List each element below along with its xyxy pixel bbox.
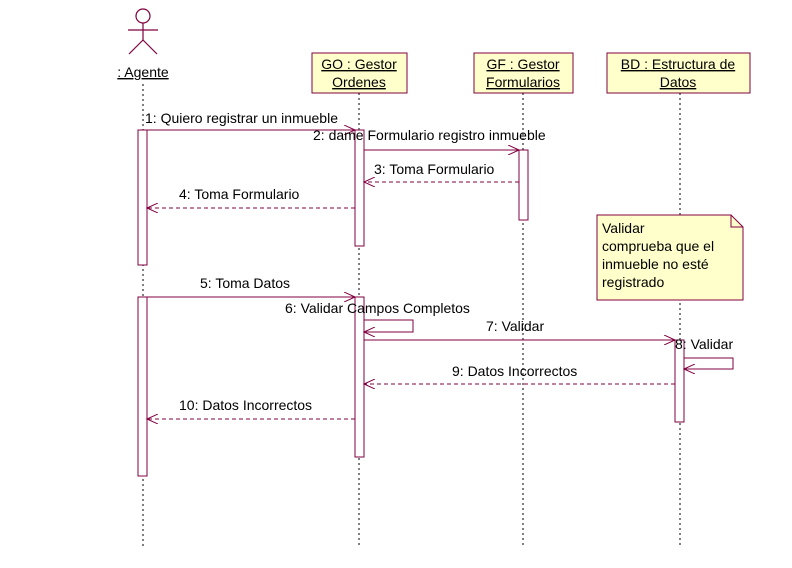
activation-bd: [674, 339, 685, 423]
message-8-self-arrow: [684, 357, 734, 369]
object-gf-title-line1: GF : Gestor: [486, 56, 559, 72]
object-bd: BD : Estructura de Datos: [606, 52, 751, 94]
activation-agente-2: [137, 296, 148, 477]
note: Validar comprueba que el inmueble no est…: [596, 214, 744, 301]
message-6-self-arrow: [364, 319, 414, 332]
object-gf-title-line2: Formularios: [486, 74, 560, 90]
object-bd-title-line1: BD : Estructura de: [621, 56, 736, 72]
stick-figure-actor-icon: [128, 8, 158, 55]
object-go-title-line1: GO : Gestor: [321, 56, 397, 72]
actor-agente: : Agente: [117, 8, 169, 80]
activation-go-1: [354, 129, 365, 247]
note-fold-corner: [730, 215, 743, 228]
message-labels: 1: Quiero registrar un inmueble 2: dame …: [145, 110, 733, 413]
note-line-2: comprueba que el: [602, 238, 714, 254]
object-box-go: [311, 52, 408, 94]
object-box-gf: [473, 52, 574, 94]
message-6-label: 6: Validar Campos Completos: [285, 300, 470, 316]
note-box: [596, 214, 744, 301]
object-bd-title-line2: Datos: [660, 74, 697, 90]
message-4-label: 4: Toma Formulario: [179, 186, 300, 202]
activation-agente-1: [137, 129, 148, 266]
message-7-label: 7: Validar: [486, 318, 544, 334]
note-line-4: registrado: [602, 274, 664, 290]
object-go: GO : Gestor Ordenes: [311, 52, 408, 94]
message-10-label: 10: Datos Incorrectos: [179, 397, 312, 413]
message-5-label: 5: Toma Datos: [200, 275, 290, 291]
activation-gf: [518, 149, 529, 221]
note-line-1: Validar: [602, 220, 645, 236]
message-1-label: 1: Quiero registrar un inmueble: [145, 110, 338, 126]
actor-name: : Agente: [117, 64, 169, 80]
message-3-label: 3: Toma Formulario: [374, 161, 495, 177]
object-gf: GF : Gestor Formularios: [473, 52, 574, 94]
note-line-3: inmueble no esté: [602, 256, 709, 272]
object-box-bd: [606, 52, 751, 94]
object-go-title-line2: Ordenes: [332, 74, 386, 90]
message-2-label: 2: dame Formulario registro inmueble: [313, 127, 546, 143]
message-8-label: 8: Validar: [675, 336, 733, 352]
activation-go-2: [354, 296, 365, 458]
message-9-label: 9: Datos Incorrectos: [452, 363, 577, 379]
